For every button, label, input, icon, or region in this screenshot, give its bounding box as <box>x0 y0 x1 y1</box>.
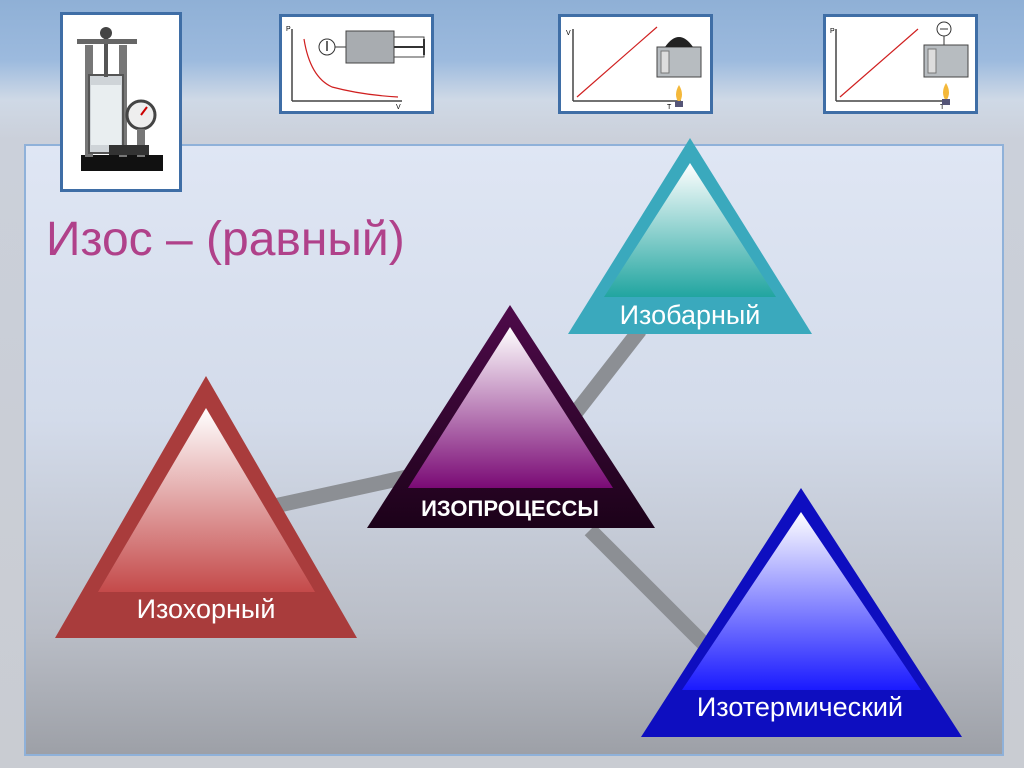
node-isochoric <box>55 376 357 638</box>
t-axis-label: T <box>667 104 672 111</box>
center-label: ИЗОПРОЦЕССЫ <box>421 496 599 521</box>
isothermal-label: Изотермический <box>696 692 904 722</box>
node-isothermal <box>641 488 962 737</box>
v-axis-label: V <box>566 30 571 37</box>
connector-isothermal <box>584 524 711 651</box>
slide-title: Изос – (равный) <box>46 213 405 266</box>
pt-graph-thumbnail: P T <box>823 14 978 114</box>
node-isobaric <box>568 138 812 334</box>
connector-isobaric <box>564 325 646 425</box>
pv-graph-thumbnail: P V <box>279 14 434 114</box>
vt-graph-thumbnail: V T <box>558 14 713 114</box>
t-axis-label: T <box>940 104 945 111</box>
apparatus-image <box>60 12 182 192</box>
apparatus-icon <box>77 27 163 171</box>
node-isoprocesses <box>367 305 655 528</box>
p-axis-label: P <box>830 28 835 35</box>
isobaric-label: Изобарный <box>619 300 761 330</box>
v-axis-label: V <box>396 104 401 111</box>
p-axis-label: P <box>286 26 291 33</box>
isochoric-label: Изохорный <box>136 594 276 624</box>
